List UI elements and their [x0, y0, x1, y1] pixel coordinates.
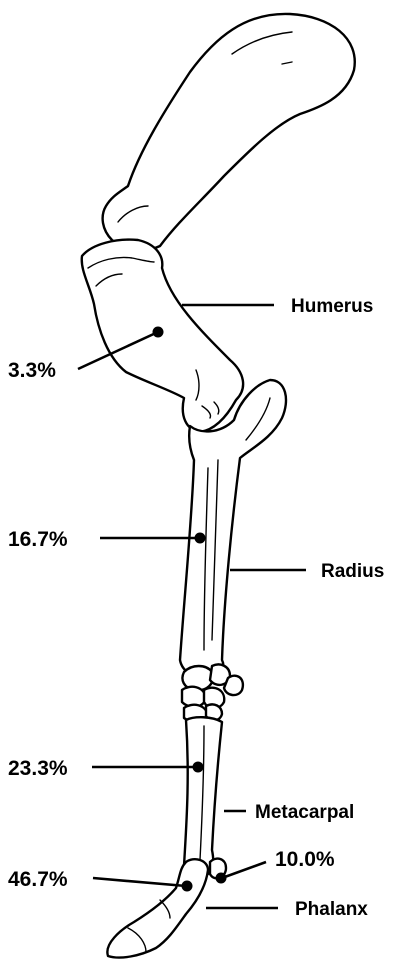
carpal-bones: [182, 664, 243, 721]
humerus-bone: [82, 240, 243, 432]
scapula-bone: [103, 14, 355, 249]
phalanx-label: Phalanx: [295, 899, 368, 920]
sesamoid-percent-line: [222, 862, 266, 878]
metacarpal-percent-label: 23.3%: [8, 757, 68, 780]
humerus-marker-dot: [153, 327, 164, 338]
metacarpal-label: Metacarpal: [255, 802, 354, 823]
humerus-label: Humerus: [291, 296, 373, 317]
humerus-percent-label: 3.3%: [8, 359, 56, 382]
sesamoid-percent-label: 10.0%: [275, 848, 335, 871]
metacarpal-marker-dot: [193, 762, 204, 773]
sesamoid-marker-dot: [216, 873, 227, 884]
radius-marker-dot: [195, 533, 206, 544]
phalanx-marker-dot: [182, 881, 193, 892]
phalanx-percent-line: [93, 878, 186, 886]
radius-percent-label: 16.7%: [8, 528, 68, 551]
radius-label: Radius: [321, 561, 384, 582]
phalanx-percent-label: 46.7%: [8, 868, 68, 891]
phalanx-bone: [107, 859, 208, 957]
